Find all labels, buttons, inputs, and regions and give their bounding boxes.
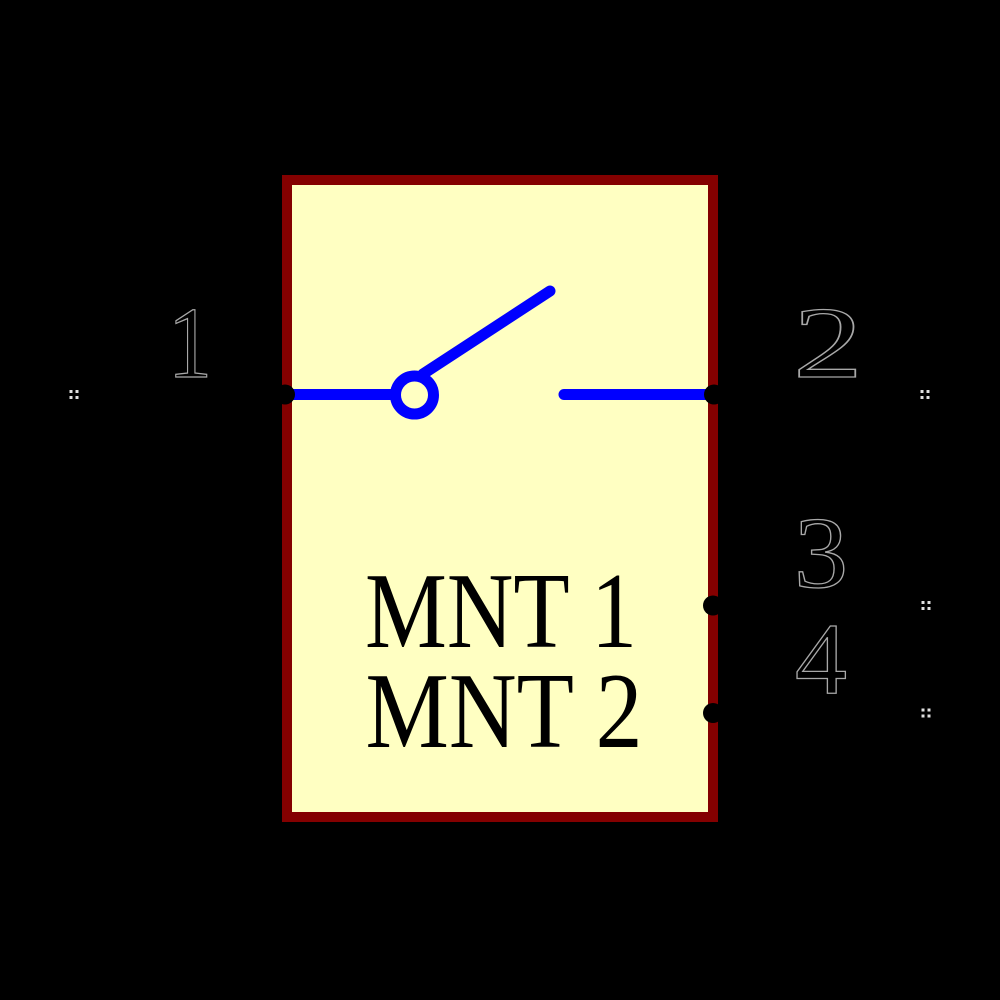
pin2-endpoint-marker	[920, 390, 930, 399]
pin-number-1: 1	[168, 287, 212, 400]
symbol-body	[282, 175, 718, 822]
pin-junction-dots	[275, 384, 724, 723]
pin1-junction-dot	[275, 384, 295, 405]
switch-pivot-circle	[390, 370, 439, 420]
symbol-label-line1: MNT 1	[365, 552, 637, 671]
pin2-junction-dot	[704, 384, 724, 405]
spst-switch-icon	[284, 285, 718, 420]
symbol-label-line2: MNT 2	[366, 652, 643, 771]
pin4-junction-dot	[703, 703, 723, 723]
pin4-endpoint-marker	[921, 708, 931, 718]
switch-lever-line	[417, 285, 556, 380]
pin3-endpoint-marker	[921, 601, 931, 610]
pin1-endpoint-marker	[69, 390, 79, 399]
pin-number-3: 3	[794, 497, 848, 610]
pin-endpoint-markers	[69, 390, 931, 718]
pin3-junction-dot	[703, 595, 723, 616]
pin-number-4: 4	[795, 603, 847, 716]
pin-number-2: 2	[793, 287, 863, 400]
